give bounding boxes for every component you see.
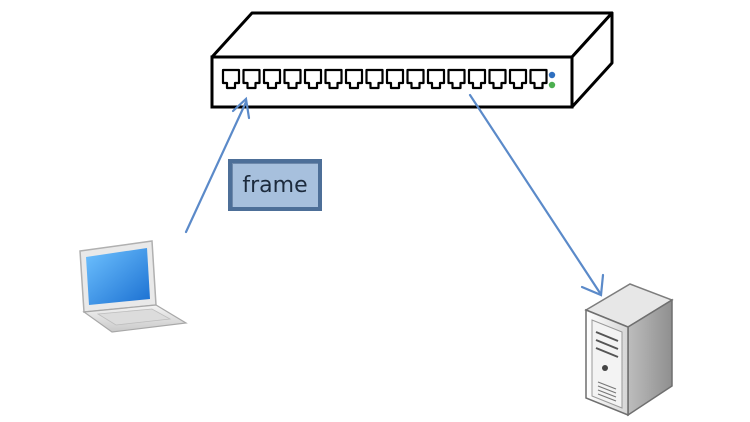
switch-ports xyxy=(221,68,548,90)
switch-port xyxy=(426,68,446,90)
switch-port xyxy=(303,68,323,90)
laptop-screen xyxy=(86,248,150,305)
switch-port xyxy=(344,68,364,90)
switch-icon xyxy=(210,11,614,109)
switch-port xyxy=(365,68,384,90)
switch-port xyxy=(283,68,302,90)
frame-label: frame xyxy=(228,159,322,211)
switch-led-top xyxy=(548,71,556,79)
laptop-keyboard xyxy=(96,308,172,326)
switch-port xyxy=(508,68,528,90)
switch-port xyxy=(324,68,343,90)
server-power-button xyxy=(602,365,608,371)
switch-port xyxy=(488,68,507,90)
arrow-laptop-to-switch xyxy=(184,96,251,234)
laptop-icon xyxy=(79,240,188,333)
switch-port xyxy=(221,68,241,90)
switch-port xyxy=(385,68,405,90)
server-drive-bays xyxy=(595,331,619,358)
server-vents xyxy=(597,381,617,402)
switch-port xyxy=(529,68,548,90)
switch-port xyxy=(242,68,261,90)
server-icon xyxy=(584,283,674,417)
switch-port xyxy=(447,68,466,90)
switch-port xyxy=(406,68,425,90)
switch-port xyxy=(467,68,487,90)
switch-top-face xyxy=(210,11,614,59)
arrow-switch-to-server xyxy=(468,93,605,297)
switch-port xyxy=(262,68,282,90)
switch-led-bottom xyxy=(548,81,556,89)
